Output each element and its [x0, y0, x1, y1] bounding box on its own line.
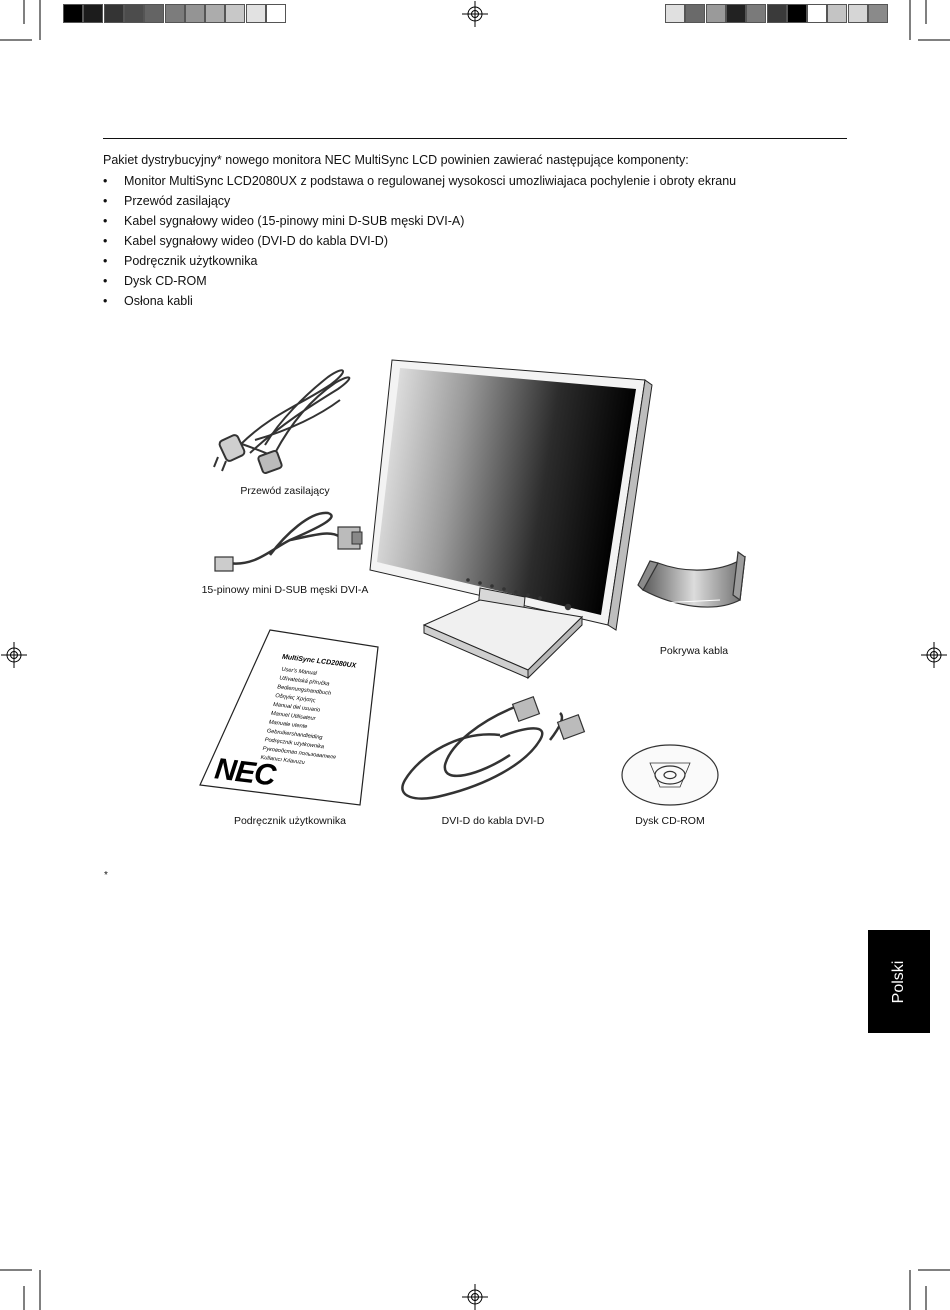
registration-mark-left	[1, 642, 27, 668]
color-swatch	[83, 4, 104, 23]
cdrom-image	[621, 744, 719, 806]
manual-language-line: Manual del usuario	[273, 702, 321, 714]
header-rule	[103, 138, 847, 139]
list-item: Podręcznik użytkownika	[103, 253, 736, 273]
registration-mark-top	[462, 1, 488, 27]
caption-dsub-cable: 15-pinowy mini D-SUB męski DVI-A	[201, 584, 369, 596]
list-item: Kabel sygnałowy wideo (15-pinowy mini D-…	[103, 213, 736, 233]
manual-language-line: Manuale utente	[269, 720, 308, 731]
manual-language-line: Οδηγίες Χρήσης	[275, 692, 316, 704]
caption-manual: Podręcznik użytkownika	[233, 815, 347, 827]
color-swatch	[827, 4, 848, 23]
color-swatch	[807, 4, 828, 23]
color-swatch	[705, 4, 726, 23]
registration-mark-right	[921, 642, 947, 668]
color-swatch	[266, 4, 286, 23]
list-item: Osłona kabli	[103, 293, 736, 313]
registration-mark-bottom	[462, 1284, 488, 1310]
color-swatch	[103, 4, 124, 23]
language-tab: Polski	[868, 930, 930, 1033]
color-swatch	[144, 4, 165, 23]
caption-cable-cover: Pokrywa kabla	[659, 645, 729, 657]
color-swatch	[847, 4, 868, 23]
manual-language-line: Manuel Utilisateur	[271, 711, 317, 723]
caption-cdrom: Dysk CD-ROM	[635, 815, 705, 827]
package-illustration: MultiSync LCD2080UX User's Manual Uživat…	[199, 359, 746, 806]
color-swatch	[766, 4, 787, 23]
caption-dvi-cable: DVI-D do kabla DVI-D	[441, 815, 545, 827]
color-swatch	[123, 4, 144, 23]
color-swatch	[665, 4, 685, 23]
list-item: Kabel sygnałowy wideo (DVI-D do kabla DV…	[103, 233, 736, 253]
component-list: Monitor MultiSync LCD2080UX z podstawa o…	[103, 173, 736, 313]
intro-text: Pakiet dystrybucyjny* nowego monitora NE…	[103, 153, 689, 167]
color-swatch	[225, 4, 246, 23]
language-tab-label: Polski	[890, 960, 907, 1003]
manual-image: MultiSync LCD2080UX User's Manual Uživat…	[199, 629, 379, 806]
nec-logo-text: NEC	[213, 752, 279, 792]
color-swatch	[746, 4, 767, 23]
color-swatch	[184, 4, 205, 23]
color-swatch	[164, 4, 185, 23]
caption-power-cord: Przewód zasilający	[240, 485, 330, 497]
manual-language-line: User's Manual	[281, 667, 318, 677]
color-swatch	[245, 4, 266, 23]
color-swatch	[63, 4, 83, 23]
list-item: Przewód zasilający	[103, 193, 736, 213]
color-swatch	[685, 4, 706, 23]
list-item: Dysk CD-ROM	[103, 273, 736, 293]
power-cord-image	[213, 369, 351, 475]
dsub-cable-image	[214, 511, 363, 572]
monitor-image	[369, 359, 653, 680]
footnote-marker: *	[104, 870, 108, 881]
list-item: Monitor MultiSync LCD2080UX z podstawa o…	[103, 173, 736, 193]
dvi-cable-image	[401, 696, 586, 800]
manual-language-line: Kullanıcı Kılavuzu	[260, 755, 305, 766]
cable-cover-image	[637, 550, 746, 608]
color-swatch	[205, 4, 226, 23]
color-swatch	[786, 4, 807, 23]
color-swatch	[725, 4, 746, 23]
color-swatch	[868, 4, 888, 23]
